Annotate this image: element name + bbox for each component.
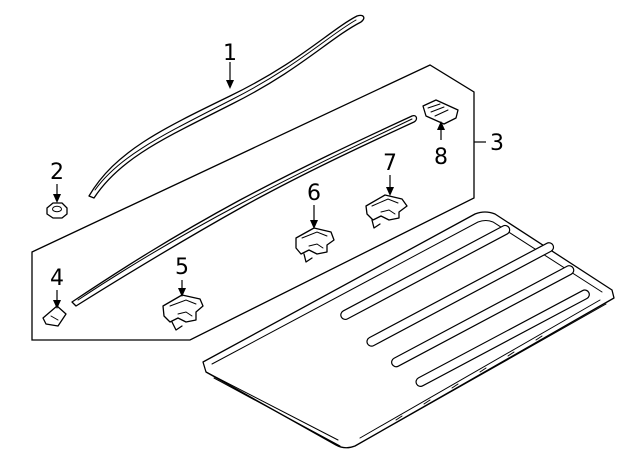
- part-3-side-rail: [71, 114, 418, 307]
- part-1-roof-rail: [88, 14, 365, 199]
- part-5-bracket: [162, 294, 204, 331]
- callout-6: 6: [307, 181, 321, 206]
- leaders: [53, 62, 486, 309]
- callout-3: 3: [490, 131, 504, 156]
- roof-panel: [202, 211, 615, 449]
- callout-4: 4: [50, 266, 64, 291]
- callout-2: 2: [50, 160, 64, 185]
- kit-outline: [31, 64, 475, 341]
- part-2-nut: [46, 202, 68, 219]
- callout-8: 8: [434, 145, 448, 170]
- roof-ribs: [340, 224, 590, 387]
- part-7-bracket: [365, 194, 408, 229]
- part-6-bracket: [295, 227, 335, 263]
- part-4-clip: [42, 305, 67, 327]
- callout-1: 1: [223, 41, 237, 66]
- callout-7: 7: [383, 151, 397, 176]
- part-8-end-cap: [422, 99, 459, 125]
- callout-5: 5: [175, 255, 189, 280]
